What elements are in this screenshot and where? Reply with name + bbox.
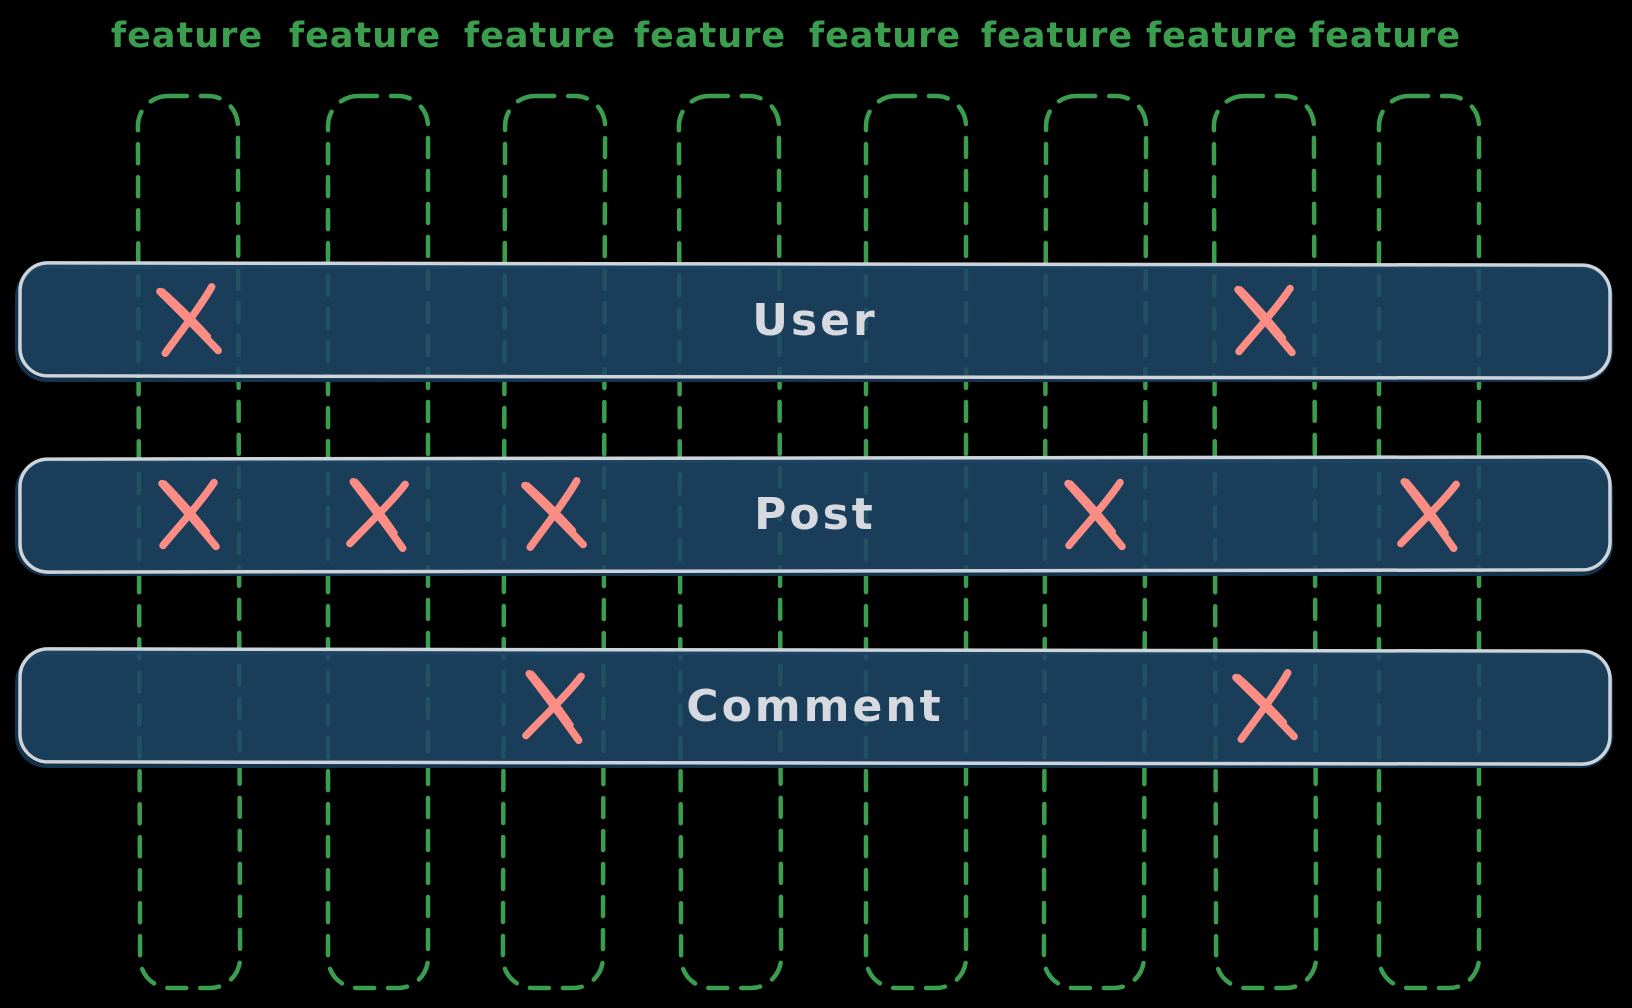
x-mark-stroke [1236,674,1288,725]
x-mark-stroke [1239,286,1286,340]
x-mark-stroke [1065,478,1124,550]
x-mark [346,477,409,553]
x-mark [158,478,220,551]
column-label: feature [633,16,787,56]
column-label: feature [1145,16,1299,56]
x-mark-stroke [161,283,216,357]
x-mark-stroke [163,480,210,534]
x-mark [521,477,587,551]
x-mark [1232,669,1298,743]
column-label: feature [288,16,442,56]
entity-row [18,261,1612,380]
x-mark [156,283,222,357]
x-mark-stroke [159,478,218,550]
x-mark-stroke [530,670,574,727]
column-label: feature [463,16,617,56]
column-label: feature [808,16,962,56]
entity-row [18,455,1612,574]
x-mark-stroke [160,288,212,339]
x-mark-stroke [354,478,398,535]
x-mark-stroke [346,480,409,548]
x-mark [1397,477,1460,553]
x-mark [1234,284,1296,357]
x-mark [522,669,585,745]
x-mark [1064,478,1126,551]
column-label: feature [1308,16,1462,56]
x-mark-stroke [1069,480,1116,534]
x-mark-stroke [1405,478,1449,535]
x-mark-stroke [526,477,581,551]
x-mark-stroke [1235,284,1294,356]
column-label: feature [980,16,1134,56]
x-mark-stroke [1237,669,1292,743]
column-label: feature [110,16,264,56]
x-mark-stroke [522,672,585,740]
x-mark-stroke [1397,480,1460,548]
entity-row [18,647,1612,766]
x-mark-stroke [525,482,577,533]
